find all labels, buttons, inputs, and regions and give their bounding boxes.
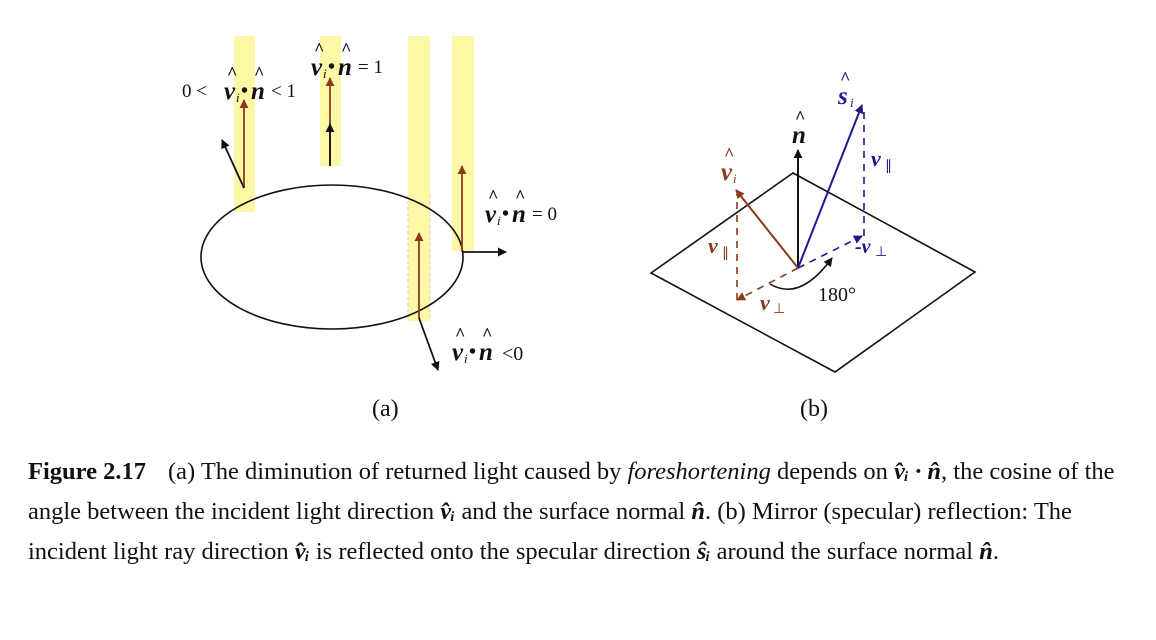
svg-text:i: i xyxy=(497,213,501,228)
eq-negative-text: <0 xyxy=(502,343,523,365)
panel-a: v ^ i • n ^ = 1 0 < v ^ i • n ^ < 1 v ^ … xyxy=(182,36,557,422)
label-v-perp-red: v ⊥ xyxy=(760,290,785,317)
svg-text:v: v xyxy=(224,78,236,105)
symbol-vi-dot-n: v̂ᵢ · n̂ xyxy=(894,458,942,485)
caption-text-4: and the surface normal xyxy=(455,498,692,525)
caption-text-6: is reflected onto the specular direction xyxy=(309,538,697,565)
svg-text:^: ^ xyxy=(795,107,805,127)
svg-text:-v: -v xyxy=(855,236,872,258)
svg-text:v: v xyxy=(760,290,770,315)
svg-text:•: • xyxy=(469,341,476,363)
svg-text:v: v xyxy=(485,201,497,228)
label-dot-zero: v ^ i • n ^ = 0 xyxy=(485,186,557,228)
caption-text-7: around the surface normal xyxy=(710,538,980,565)
caption-text-5: . (b) Mirror (specular) reflection: The … xyxy=(28,498,1072,565)
svg-text:∥: ∥ xyxy=(885,159,892,174)
label-v-parallel-red: v ∥ xyxy=(708,233,729,261)
eq-between-left: 0 < xyxy=(182,81,207,102)
symbol-vi: v̂ᵢ xyxy=(294,538,310,565)
svg-text:v: v xyxy=(311,54,323,81)
surface-ellipse xyxy=(200,184,464,330)
svg-text:^: ^ xyxy=(254,63,264,83)
label-dot-between: 0 < v ^ i • n ^ < 1 xyxy=(182,63,296,105)
svg-text:^: ^ xyxy=(341,39,351,59)
label-v-i: v ^ i xyxy=(721,144,737,186)
svg-text:^: ^ xyxy=(482,324,492,344)
svg-text:•: • xyxy=(502,203,509,225)
svg-text:v: v xyxy=(721,159,733,186)
svg-text:i: i xyxy=(323,66,327,81)
panel-a-label: (a) xyxy=(372,396,399,422)
caption-text-1: (a) The diminution of returned light cau… xyxy=(167,458,628,485)
label-dot-negative: v ^ i • n ^ <0 xyxy=(452,324,523,366)
panel-b: n ^ v ^ i s ^ i v ∥ v ⊥ v ∥ -v ⊥ 180° xyxy=(649,68,977,422)
caption-text-8: . xyxy=(992,538,999,565)
svg-text:^: ^ xyxy=(227,63,237,83)
svg-text:n: n xyxy=(792,122,806,149)
svg-text:v: v xyxy=(708,233,718,258)
label-minus-v-perp-blue: -v ⊥ xyxy=(855,236,887,260)
svg-text:v: v xyxy=(871,146,881,171)
incident-ray-arrow xyxy=(735,189,799,269)
reflecting-plane xyxy=(649,172,977,373)
svg-text:i: i xyxy=(850,95,854,110)
incident-perpendicular-component xyxy=(736,267,799,301)
caption-text-2: depends on xyxy=(770,458,894,485)
symbol-vi: v̂ᵢ xyxy=(440,498,456,525)
eq-between-right: < 1 xyxy=(271,81,296,102)
svg-text:i: i xyxy=(236,90,240,105)
figure-number: Figure 2.17 xyxy=(28,458,146,485)
reflected-perpendicular-component xyxy=(797,235,863,269)
svg-text:s: s xyxy=(837,83,848,110)
light-beam-tangent xyxy=(452,36,474,251)
svg-text:i: i xyxy=(464,351,468,366)
label-n-hat: n ^ xyxy=(792,107,806,149)
svg-text:n: n xyxy=(512,201,526,228)
symbol-si: ŝᵢ xyxy=(696,538,711,565)
specular-ray-arrow xyxy=(797,104,864,269)
panel-b-label: (b) xyxy=(800,396,828,422)
svg-text:^: ^ xyxy=(840,68,850,88)
figure-caption: Figure 2.17 (a) The diminution of returne… xyxy=(28,452,1138,572)
svg-text:⊥: ⊥ xyxy=(875,245,887,260)
caption-text-3: , the cosine of the angle between the in… xyxy=(28,458,1115,525)
eq-zero-text: = 0 xyxy=(532,204,557,225)
svg-text:⊥: ⊥ xyxy=(773,302,785,317)
angle-arc-180 xyxy=(769,257,833,290)
svg-text:n: n xyxy=(479,339,493,366)
label-v-parallel-blue: v ∥ xyxy=(871,146,892,174)
caption-emphasis: foreshortening xyxy=(627,458,771,485)
symbol-n: n̂ xyxy=(691,498,706,525)
svg-text:•: • xyxy=(241,80,248,102)
symbol-n: n̂ xyxy=(979,538,993,565)
normal-arrow-bottom xyxy=(418,317,440,371)
svg-text:^: ^ xyxy=(488,186,498,206)
label-dot-equals-one: v ^ i • n ^ = 1 xyxy=(311,39,383,81)
eq-one-text: = 1 xyxy=(358,57,383,78)
svg-text:^: ^ xyxy=(724,144,734,164)
svg-text:n: n xyxy=(251,78,265,105)
normal-arrow-oblique xyxy=(221,139,245,189)
label-s-i: s ^ i xyxy=(837,68,854,110)
svg-text:∥: ∥ xyxy=(722,246,729,261)
svg-text:^: ^ xyxy=(455,324,465,344)
svg-text:•: • xyxy=(328,56,335,78)
svg-text:v: v xyxy=(452,339,464,366)
figure-diagram: v ^ i • n ^ = 1 0 < v ^ i • n ^ < 1 v ^ … xyxy=(182,36,977,422)
svg-text:i: i xyxy=(733,171,737,186)
svg-text:^: ^ xyxy=(515,186,525,206)
svg-text:n: n xyxy=(338,54,352,81)
light-beam-behind xyxy=(408,36,430,321)
angle-label: 180° xyxy=(818,284,856,306)
svg-text:^: ^ xyxy=(314,39,324,59)
